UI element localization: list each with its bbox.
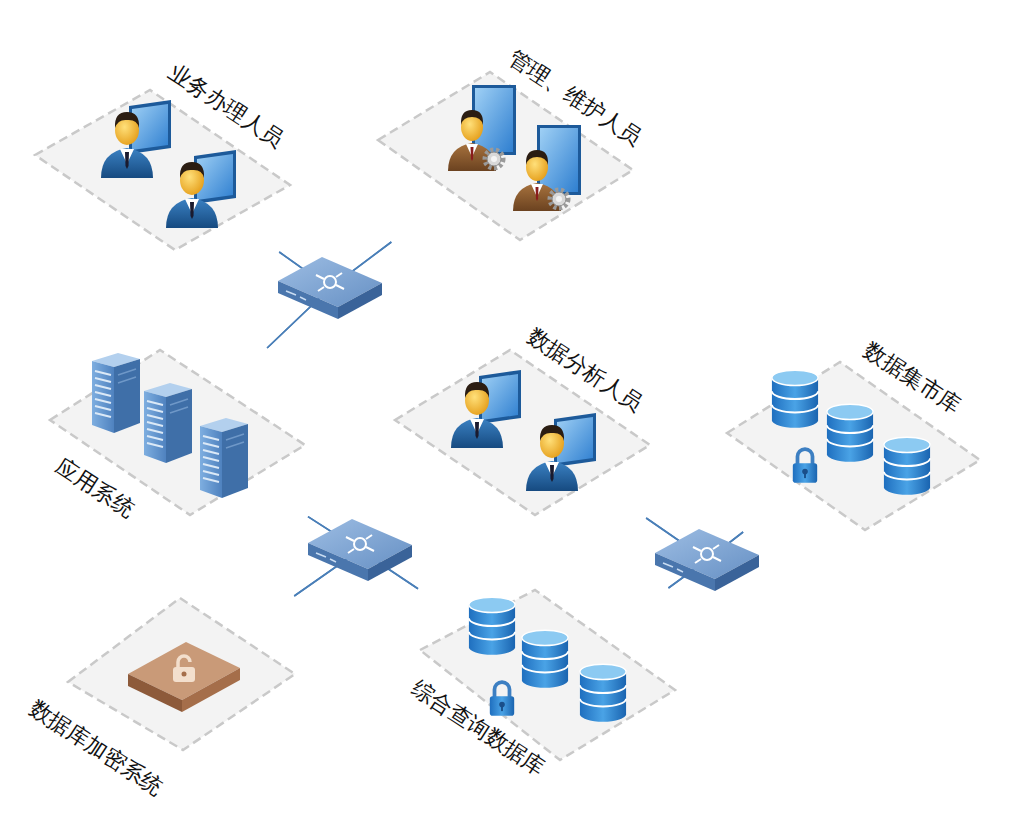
link-line [267,242,391,348]
database-icon [884,437,930,495]
user-icon [166,150,236,228]
panel-shape [418,588,678,763]
user-icon [101,100,171,178]
server-icon [144,383,192,463]
server-icon [92,353,140,433]
group-panel: 数据分析人员 [393,348,653,518]
group-panel: 管理、维护人员 [376,70,636,242]
database-icon [580,664,626,722]
encryption-appliance [128,642,240,712]
database-icon [772,370,818,428]
lock-icon [793,449,817,483]
group-panel: 数据库加密系统 [66,596,298,753]
panel-shape [66,596,298,753]
network-link [267,242,391,348]
server-icon [200,418,248,498]
group-panel: 业务办理人员 [35,88,292,252]
database-icon [827,404,873,462]
admin-icon [513,125,581,211]
network-switch [278,257,382,319]
user-icon [526,413,596,491]
switch-group [278,257,759,591]
group-panel: 数据集市库 [725,360,983,532]
lock-icon [490,682,514,716]
database-icon [469,597,515,655]
network-switch [655,529,759,591]
network-switch [308,519,412,581]
dashed-panel [68,598,295,750]
group-panel: 综合查询数据库 [418,588,678,763]
admin-icon [448,85,516,171]
database-icon [522,630,568,688]
dashed-panel [420,590,675,760]
user-icon [451,370,521,448]
group-panel: 应用系统 [48,348,308,518]
